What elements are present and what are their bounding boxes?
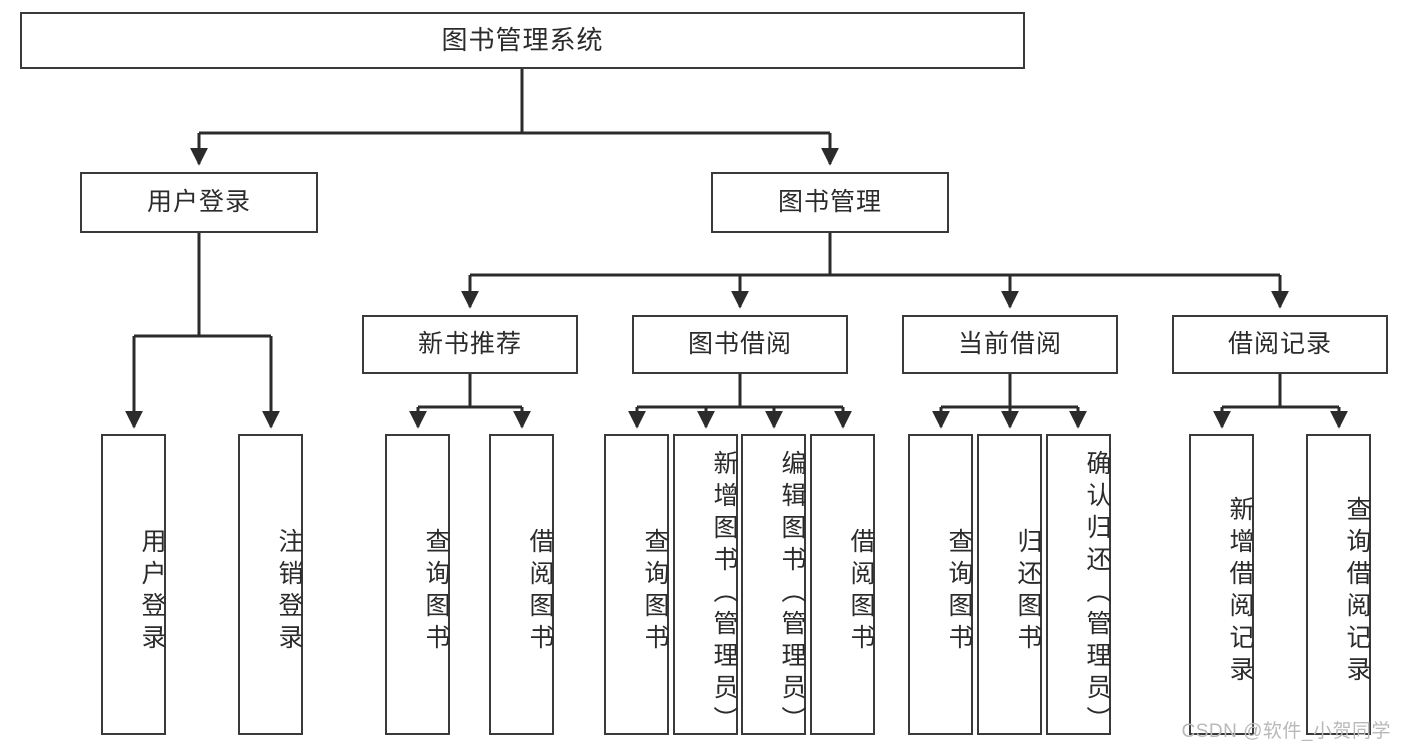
node-user-login-label: 用户登录: [146, 187, 251, 216]
leaf-confirm-return[interactable]: 确认归还（管理员）: [1046, 434, 1111, 738]
node-current-borrow-label: 当前借阅: [957, 329, 1062, 358]
node-current-borrow[interactable]: 当前借阅: [902, 315, 1118, 374]
leaf-query-book-1-label: 查询图书: [422, 527, 450, 656]
node-book-borrow[interactable]: 图书借阅: [632, 315, 848, 374]
leaf-borrow-book-1-label: 借阅图书: [526, 527, 554, 656]
leaf-query-book-1[interactable]: 查询图书: [385, 434, 450, 735]
leaf-add-record[interactable]: 新增借阅记录: [1189, 434, 1254, 735]
leaf-add-record-label: 新增借阅记录: [1226, 495, 1254, 688]
leaf-edit-book-label: 编辑图书（管理员）: [778, 450, 806, 738]
leaf-return-book[interactable]: 归还图书: [977, 434, 1042, 735]
node-book-manage[interactable]: 图书管理: [711, 172, 949, 233]
leaf-user-login-label: 用户登录: [138, 527, 166, 656]
leaf-edit-book[interactable]: 编辑图书（管理员）: [741, 434, 806, 738]
node-new-book-recommend[interactable]: 新书推荐: [362, 315, 578, 374]
leaf-confirm-return-label: 确认归还（管理员）: [1083, 450, 1111, 738]
leaf-borrow-book-2[interactable]: 借阅图书: [810, 434, 875, 735]
leaf-query-book-3-label: 查询图书: [945, 527, 973, 656]
node-borrow-record[interactable]: 借阅记录: [1172, 315, 1388, 374]
node-borrow-record-label: 借阅记录: [1227, 329, 1332, 358]
leaf-user-logout-label: 注销登录: [275, 527, 303, 656]
leaf-return-book-label: 归还图书: [1014, 527, 1042, 656]
leaf-borrow-book-1[interactable]: 借阅图书: [489, 434, 554, 735]
node-book-borrow-label: 图书借阅: [687, 329, 792, 358]
node-new-book-recommend-label: 新书推荐: [417, 329, 522, 358]
leaf-user-login[interactable]: 用户登录: [101, 434, 166, 735]
leaf-borrow-book-2-label: 借阅图书: [847, 527, 875, 656]
node-user-login[interactable]: 用户登录: [80, 172, 318, 233]
leaf-add-book-label: 新增图书（管理员）: [710, 450, 738, 738]
node-book-manage-label: 图书管理: [777, 187, 882, 216]
node-root[interactable]: 图书管理系统: [20, 12, 1025, 69]
leaf-user-logout[interactable]: 注销登录: [238, 434, 303, 735]
node-root-label: 图书管理系统: [441, 25, 604, 56]
leaf-query-book-2[interactable]: 查询图书: [604, 434, 669, 735]
leaf-add-book[interactable]: 新增图书（管理员）: [673, 434, 738, 738]
leaf-query-record[interactable]: 查询借阅记录: [1306, 434, 1371, 735]
leaf-query-book-2-label: 查询图书: [641, 527, 669, 656]
leaf-query-record-label: 查询借阅记录: [1343, 495, 1371, 688]
leaf-query-book-3[interactable]: 查询图书: [908, 434, 973, 735]
